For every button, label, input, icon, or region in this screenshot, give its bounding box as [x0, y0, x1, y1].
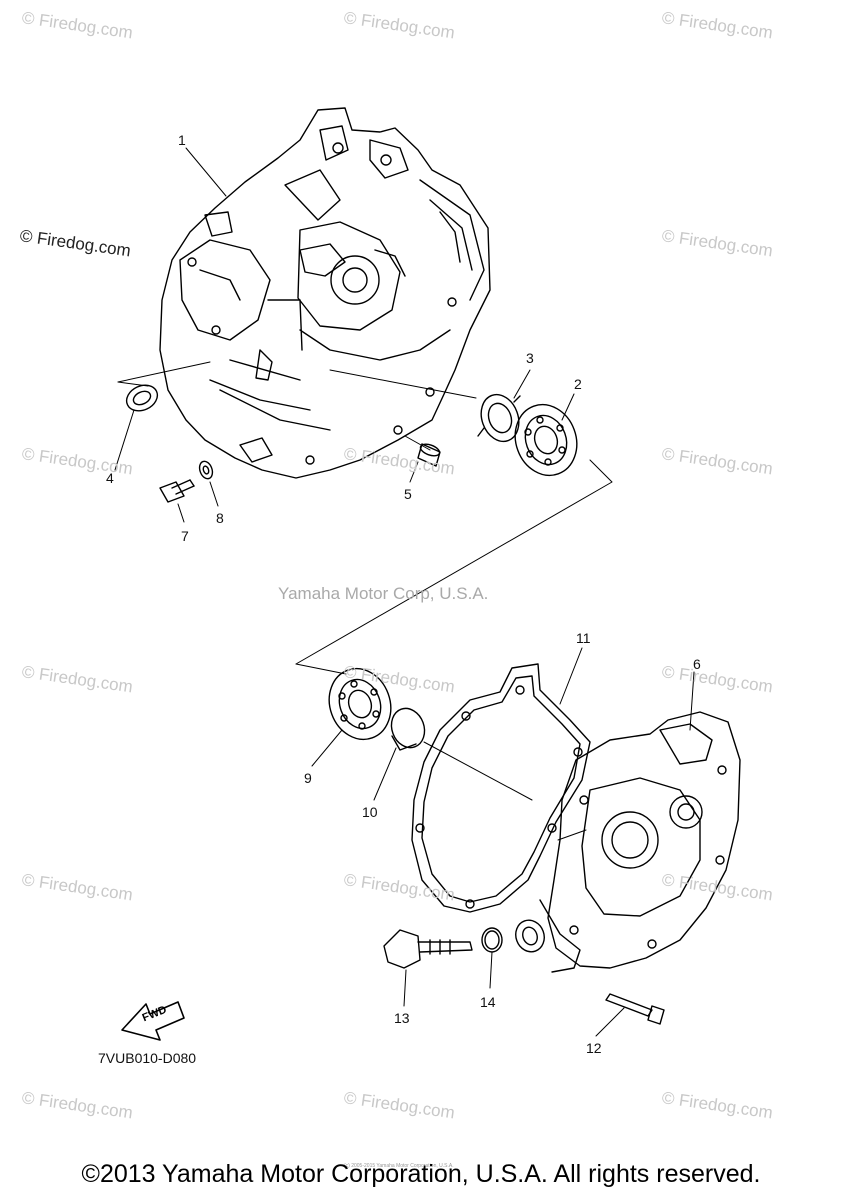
- fwd-label: FWD: [140, 1003, 169, 1025]
- callout-5: 5: [404, 486, 412, 502]
- callout-2: 2: [574, 376, 582, 392]
- crankcase-cover-part-6: [515, 711, 741, 973]
- crankcase-part-1: [159, 107, 491, 479]
- seal-part-4: [125, 384, 159, 412]
- callout-8: 8: [216, 510, 224, 526]
- dowel-part-5: [417, 443, 441, 467]
- callout-leaders: [114, 147, 695, 1037]
- washer-part-8: [198, 460, 214, 480]
- copyright-footer: ©2013 Yamaha Motor Corporation, U.S.A. A…: [81, 1160, 761, 1188]
- o-ring-part-14: [481, 927, 503, 953]
- micro-copyright: (c) 2005-2015 Yamaha Motor Corporation, …: [344, 1163, 454, 1169]
- gasket-part-11: [411, 663, 591, 913]
- fwd-arrow-icon: [121, 1001, 185, 1041]
- callout-11: 11: [576, 630, 591, 646]
- bolt-part-7: [159, 479, 195, 503]
- callout-14: 14: [480, 994, 496, 1010]
- callout-6: 6: [693, 656, 701, 672]
- callout-13: 13: [394, 1010, 410, 1026]
- callout-7: 7: [181, 528, 189, 544]
- plug-part-10: [390, 707, 426, 751]
- callout-4: 4: [106, 470, 114, 486]
- bearing-part-9: [328, 667, 392, 741]
- bearing-part-2: [514, 403, 578, 477]
- diagram-code: 7VUB010-D080: [98, 1050, 197, 1066]
- oil-seal-part-3: [477, 393, 521, 443]
- callout-9: 9: [304, 770, 312, 786]
- assembly-guide-lines: [117, 361, 613, 841]
- callout-1: 1: [178, 132, 186, 148]
- fwd-indicator: FWD: [118, 998, 180, 1044]
- callout-12: 12: [586, 1040, 602, 1056]
- center-watermark: Yamaha Motor Corp, U.S.A.: [278, 584, 489, 603]
- dipstick-part-13: [383, 929, 473, 969]
- callout-3: 3: [526, 350, 534, 366]
- bolt-part-12: [605, 993, 665, 1025]
- callout-10: 10: [362, 804, 378, 820]
